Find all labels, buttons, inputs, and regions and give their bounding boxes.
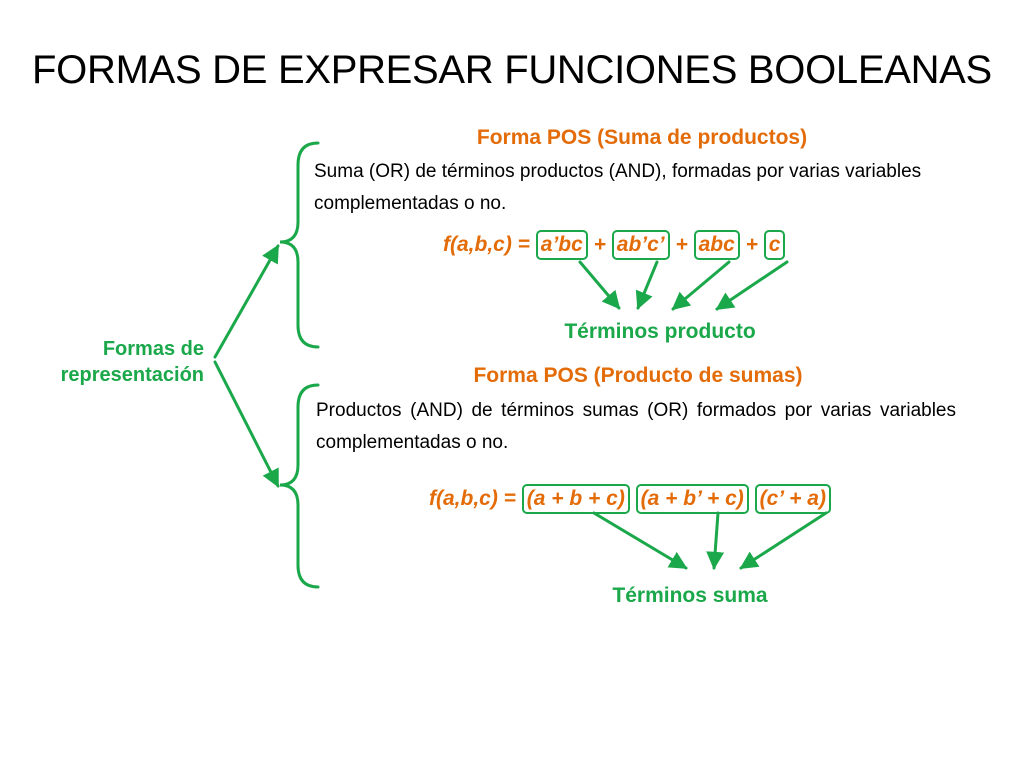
sop-term: ab’c’ — [611, 230, 670, 260]
sop-term: c — [763, 230, 786, 260]
top-brace — [279, 141, 320, 349]
pos-formula-prefix: f(a,b,c) = — [429, 487, 516, 510]
arrow-term-2 — [635, 260, 659, 310]
sop-description: Suma (OR) de términos productos (AND), f… — [314, 161, 922, 214]
sop-caption: Términos producto — [564, 320, 756, 343]
sop-heading: Forma POS (Suma de productos) — [476, 126, 808, 149]
pos-formula: f(a,b,c) = (a + b + c) (a + b’ + c) (c’ … — [429, 484, 831, 514]
pos-term: (a + b + c) — [521, 484, 630, 514]
arrow-to-bottom-brace — [213, 360, 280, 488]
arrow-term-3 — [671, 260, 731, 311]
arrow-term-1 — [578, 260, 621, 310]
sop-separator: + — [675, 233, 688, 256]
sop-separator: + — [745, 233, 758, 256]
page-title: FORMAS DE EXPRESAR FUNCIONES BOOLEANAS — [32, 48, 992, 92]
arrow-sum-1 — [592, 511, 688, 570]
sop-term: a’bc — [535, 230, 588, 260]
pos-heading: Forma POS (Producto de sumas) — [473, 364, 803, 387]
bottom-brace — [279, 383, 320, 589]
arrow-to-top-brace — [213, 244, 280, 359]
side-label: Formas de representación — [4, 336, 204, 388]
pos-term: (a + b’ + c) — [635, 484, 749, 514]
arrow-sum-2 — [706, 511, 725, 570]
sop-formula: f(a,b,c) = a’bc + ab’c’ + abc + c — [443, 230, 786, 260]
side-label-line1: Formas de — [102, 338, 204, 360]
arrow-term-4 — [715, 260, 789, 311]
arrow-sum-3 — [739, 511, 828, 570]
sop-separator: + — [593, 233, 606, 256]
pos-description: Productos (AND) de términos sumas (OR) f… — [316, 400, 956, 453]
pos-term: (c’ + a) — [754, 484, 831, 514]
side-label-line2: representación — [60, 364, 204, 386]
sop-formula-prefix: f(a,b,c) = — [443, 233, 530, 256]
pos-caption: Términos suma — [612, 584, 768, 607]
sop-term: abc — [693, 230, 740, 260]
